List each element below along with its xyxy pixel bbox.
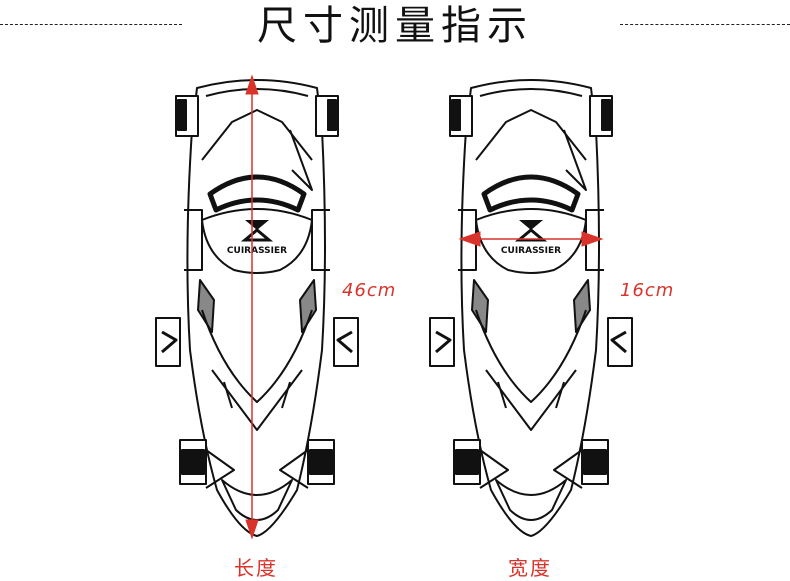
cuirassier-logo-icon — [514, 220, 548, 242]
width-caption: 宽度 — [508, 556, 552, 580]
length-measurement: 46cm — [342, 280, 397, 301]
length-caption: 长度 — [234, 556, 278, 580]
cuirassier-logo-icon — [240, 220, 274, 242]
title-rule-right — [620, 24, 790, 25]
page-title: 尺寸测量指示 — [257, 3, 533, 49]
length-arrow — [245, 74, 259, 540]
knee-pad-length-diagram: CUIRASSIER — [155, 74, 359, 540]
knee-pad-width-diagram: CUIRASSIER — [429, 79, 633, 537]
pad-brand-label: CUIRASSIER — [501, 246, 561, 256]
pad-brand-label: CUIRASSIER — [227, 246, 287, 256]
width-arrow — [458, 231, 604, 247]
width-measurement: 16cm — [620, 280, 675, 301]
title-rule-left — [0, 24, 182, 25]
